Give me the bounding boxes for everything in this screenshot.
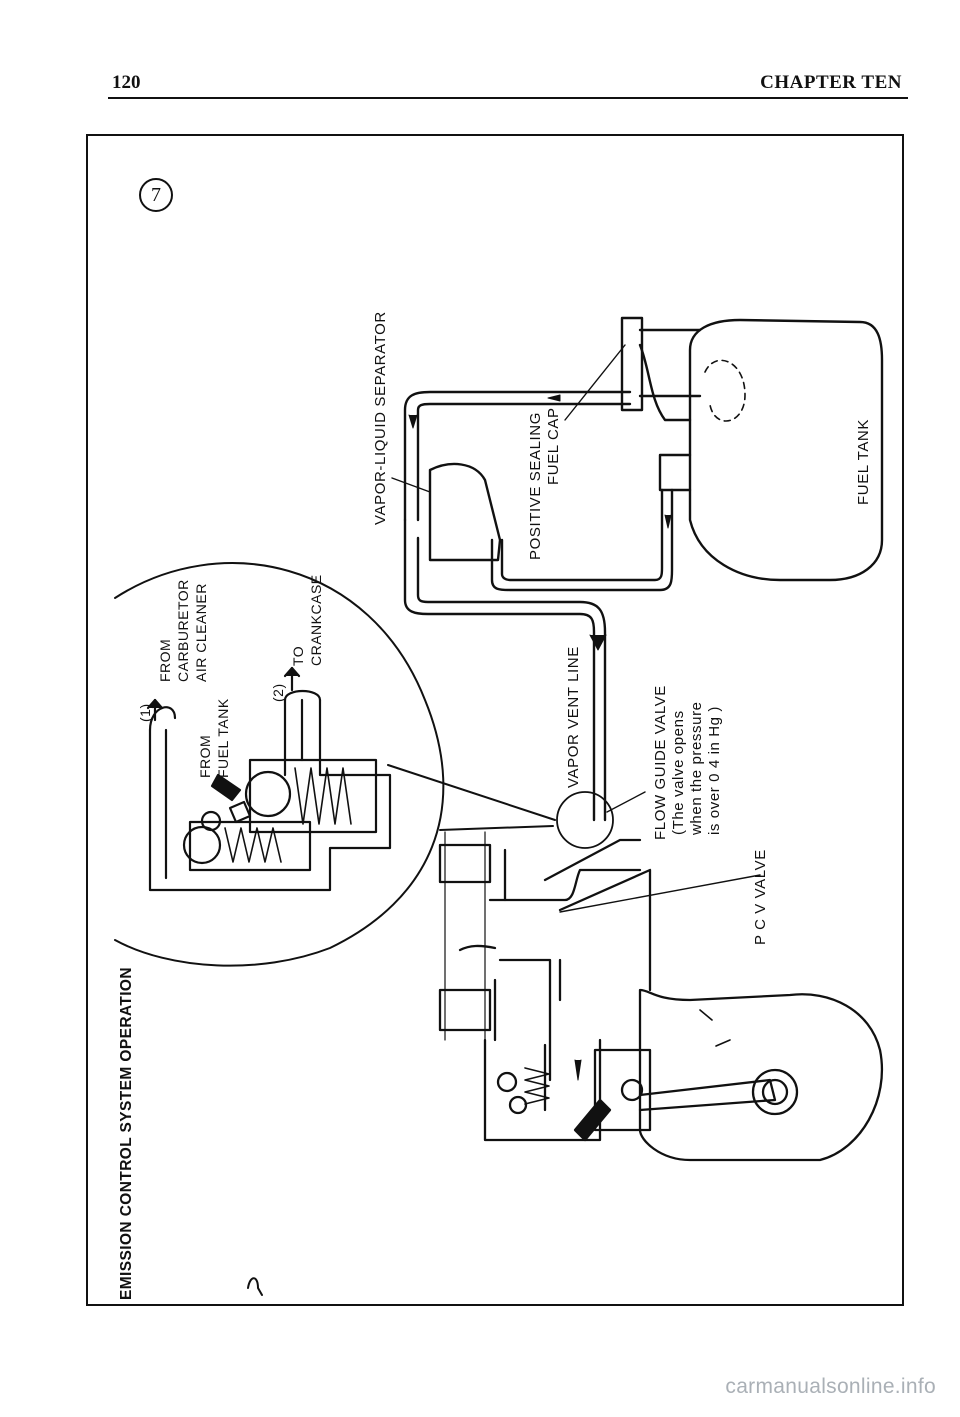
label-positive-sealing-line2: FUEL CAP [545,407,562,485]
label-inset-from-fuel-line2: FUEL TANK [215,698,231,778]
label-inset-from-fuel-line1: FROM [197,734,213,778]
label-flow-guide-line1: FLOW GUIDE VALVE [652,685,669,840]
figure-number: 7 [139,178,173,212]
watermark: carmanualsonline.info [725,1375,936,1398]
label-inset-marker-2: (2) [270,683,286,702]
label-flow-guide-line4: is over 0 4 in Hg ) [706,706,723,835]
label-inset-to-crank-line2: CRANKCASE [308,574,324,666]
label-pcv-valve: P C V VALVE [752,849,769,945]
vent-piping [403,390,674,822]
label-fuel-tank: FUEL TANK [855,419,872,505]
header-rule [108,97,908,99]
inset-valve-body [146,666,392,892]
label-positive-sealing-line1: POSITIVE SEALING [527,412,544,560]
stray-mark [247,1277,263,1296]
label-inset-from-carb-line1: FROM [157,638,173,682]
label-inset-to-crank-line1: TO [290,645,306,666]
label-inset-from-carb-line2: CARBURETOR [175,579,191,682]
page-number: 120 [112,72,141,93]
label-flow-guide-line2: (The valve opens [670,710,687,835]
engine-block [438,791,884,1162]
label-vapor-liquid-separator: VAPOR-LIQUID SEPARATOR [372,311,389,525]
inset-circle [114,562,556,967]
label-inset-marker-1: (1) [137,703,153,722]
figure-frame [86,134,904,1306]
figure-title: EMISSION CONTROL SYSTEM OPERATION [118,967,135,1300]
chapter-title: CHAPTER TEN [760,72,902,93]
label-flow-guide-line3: when the pressure [688,701,705,835]
fuel-tank [391,316,884,582]
label-vapor-vent-line: VAPOR VENT LINE [565,646,582,788]
label-inset-from-carb-line3: AIR CLEANER [193,583,209,682]
